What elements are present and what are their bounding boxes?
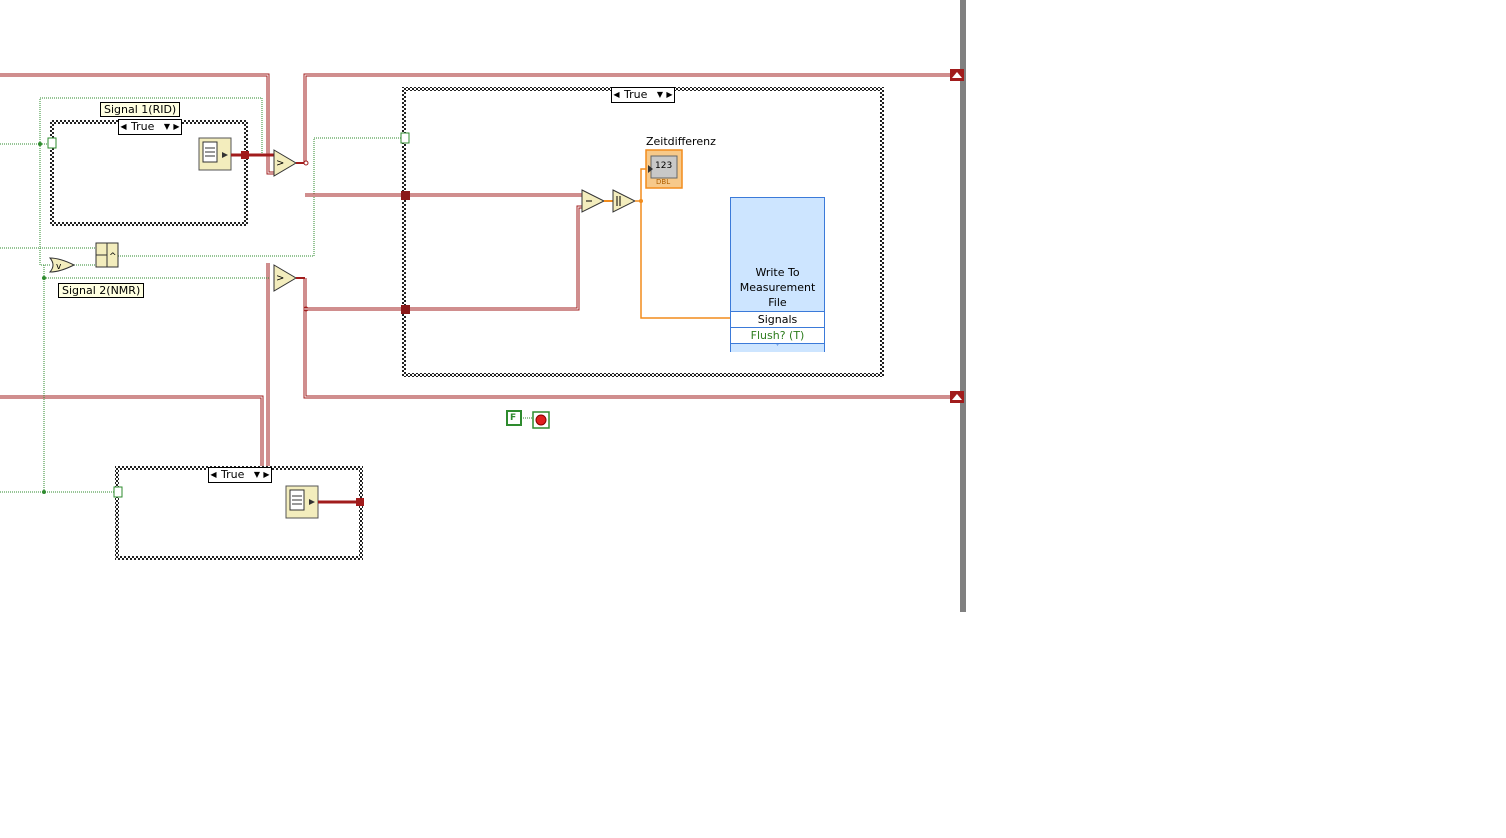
shift-register-top[interactable] [950,69,964,81]
case-selector-value: True [221,468,245,481]
case-selector-signal2[interactable]: ◀ True ▼ ▶ [208,467,272,483]
read-signal-vi-icon-2[interactable] [285,485,319,519]
signals-terminal[interactable]: Signals [731,311,824,327]
svg-text:^: ^ [109,252,117,262]
signal1-label: Signal 1(RID) [100,102,181,117]
next-case-icon[interactable]: ▶ [666,90,673,99]
subtract-node[interactable] [581,189,606,213]
indicator-numeric-value: 123 [655,161,673,171]
case-selector-terminal-2[interactable] [113,486,123,498]
indicator-type-badge: DBL [656,178,671,186]
dropdown-icon[interactable]: ▼ [163,122,171,131]
svg-text:>: > [276,158,284,169]
expand-terminals-icon[interactable]: ˅ [731,343,824,352]
or-gate[interactable]: v [48,257,76,273]
prev-case-icon[interactable]: ◀ [613,90,620,99]
false-constant-label: F [510,413,517,423]
select-node-2[interactable]: > [273,264,297,292]
compound-and-node[interactable]: ^ [95,242,119,268]
absolute-value-node[interactable] [612,189,637,213]
signal2-label: Signal 2(NMR) [58,283,145,298]
indicator-label: Zeitdifferenz [646,135,716,148]
flush-terminal[interactable]: Flush? (T) [731,327,824,343]
case-structure-signal1[interactable] [50,120,248,226]
main-case-selector-terminal[interactable] [400,132,410,144]
boolean-wires[interactable] [0,97,405,493]
stop-terminal[interactable] [532,411,550,429]
next-case-icon[interactable]: ▶ [173,122,180,131]
case-structure-signal2[interactable] [115,466,363,560]
select-node-1[interactable]: > [273,149,297,177]
shift-register-bottom[interactable] [950,391,964,403]
case-selector-value: True [624,88,648,101]
case-selector-value: True [131,120,155,133]
zeitdifferenz-indicator[interactable] [645,149,683,189]
case-selector-terminal[interactable] [47,137,57,149]
svg-text:v: v [56,262,62,272]
prev-case-icon[interactable]: ◀ [120,122,127,131]
write-to-measurement-file-vi[interactable]: Write To Measurement File Signals Flush?… [730,197,825,352]
numeric-wire[interactable] [635,168,733,319]
svg-text:>: > [276,273,284,284]
prev-case-icon[interactable]: ◀ [210,470,217,479]
dropdown-icon[interactable]: ▼ [253,470,261,479]
read-signal-vi-icon[interactable] [198,137,232,171]
express-vi-title: Write To Measurement File [739,266,816,309]
next-case-icon[interactable]: ▶ [263,470,270,479]
diagram-right-edge [960,0,966,612]
case-selector-signal1[interactable]: ◀ True ▼ ▶ [118,119,182,135]
case-selector-main[interactable]: ◀ True ▼ ▶ [611,87,675,103]
dropdown-icon[interactable]: ▼ [656,90,664,99]
